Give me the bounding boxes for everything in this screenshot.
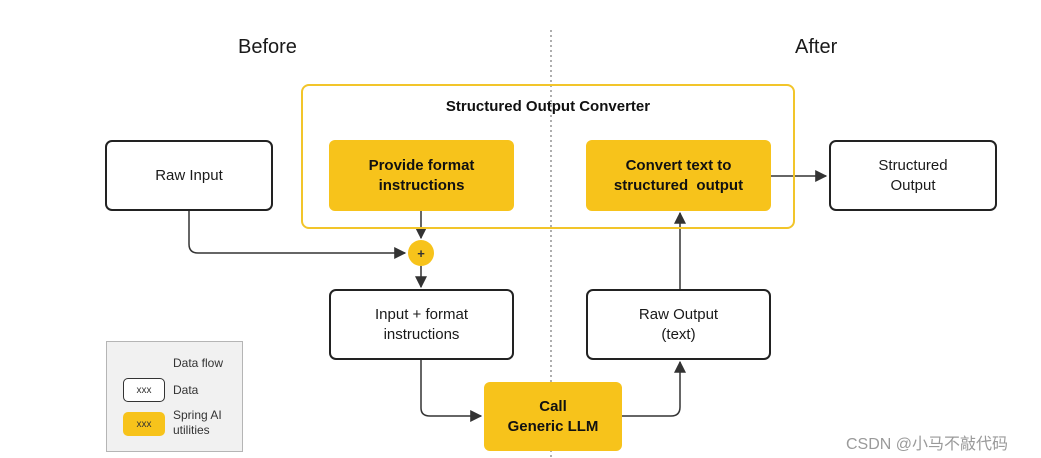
structured-output-label-line2: Output — [890, 176, 936, 194]
structured-output-box: Structured Output — [829, 140, 997, 211]
legend-spring-label: Spring AI utilities — [173, 408, 222, 438]
convert-text-label-line2: structured output — [613, 176, 744, 194]
raw-input-box: Raw Input — [105, 140, 273, 211]
call-generic-llm-box: Call Generic LLM — [484, 382, 622, 451]
call-llm-label-line2: Generic LLM — [507, 417, 599, 435]
call-llm-label-line1: Call — [539, 397, 567, 415]
structured-output-label-line1: Structured — [878, 156, 948, 174]
legend-data-label: Data — [173, 383, 199, 397]
convert-text-label-line1: Convert text to — [625, 156, 732, 174]
legend-data-flow-label: Data flow — [173, 356, 224, 370]
watermark-text: CSDN @小马不敲代码 — [846, 436, 1009, 453]
merge-plus-icon: + — [408, 240, 434, 266]
convert-text-box: Convert text to structured output — [586, 140, 771, 211]
arrow-llm-to-raw-output — [622, 360, 686, 417]
legend-spring-line2: utilities — [173, 423, 210, 437]
provide-format-label-line2: instructions — [378, 176, 465, 194]
raw-output-label-line2: (text) — [661, 325, 696, 343]
after-title: After — [795, 36, 838, 58]
input-format-instructions-box: Input + format instructions — [329, 289, 514, 360]
before-title: Before — [238, 36, 297, 58]
legend-data-swatch: xxx — [123, 378, 165, 402]
input-format-label-line2: instructions — [383, 325, 460, 343]
arrow-input-format-to-llm — [420, 359, 483, 422]
legend-panel — [106, 341, 243, 452]
structured-output-converter-frame — [301, 84, 795, 229]
legend-spring-line1: Spring AI — [173, 408, 222, 422]
raw-output-box: Raw Output (text) — [586, 289, 771, 360]
raw-input-label: Raw Input — [155, 166, 223, 184]
provide-format-label-line1: Provide format — [368, 156, 475, 174]
input-format-label-line1: Input + format — [375, 305, 468, 323]
provide-format-instructions-box: Provide format instructions — [329, 140, 514, 211]
frame-title: Structured Output Converter — [445, 98, 651, 115]
legend-spring-swatch: xxx — [123, 412, 165, 436]
raw-output-label-line1: Raw Output — [638, 305, 719, 323]
arrow-raw-input-to-merge — [188, 211, 407, 259]
